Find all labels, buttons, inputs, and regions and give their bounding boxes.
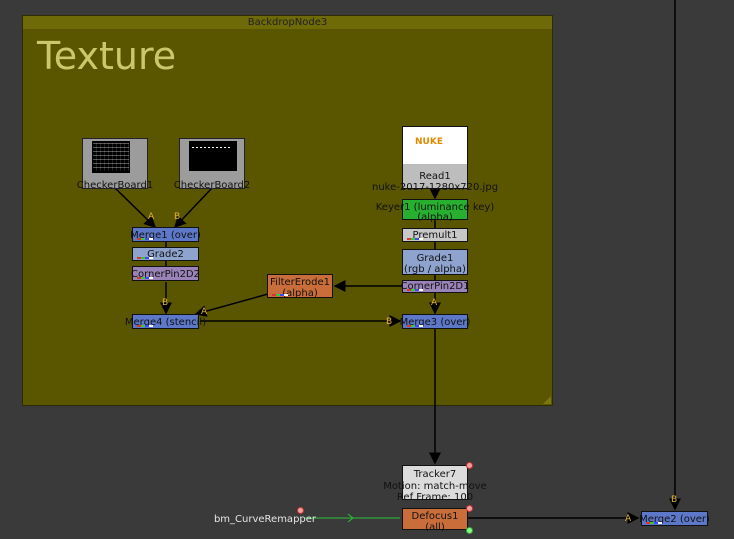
wire-erode-merge4 [194,293,269,317]
grade1-node[interactable]: Grade1 (rgb / alpha) [402,249,468,275]
merge4-input-a-label: A [201,307,208,317]
tracker7-node[interactable]: Tracker7 [402,465,468,500]
read1-file-label: nuke-2017-1280x720.jpg [372,182,499,193]
nuke-logo-icon: NUKE [415,137,443,147]
read1-label: Read1 [419,171,451,182]
filtererode1-sub-label: (alpha) [282,288,318,299]
merge3-node[interactable]: Merge3 (over) [400,314,470,329]
merge1-label: Merge1 (over) [130,230,201,241]
merge3-label: Merge3 (over) [399,317,471,328]
wire-checker2-merge1 [173,187,213,229]
merge4-label: Merge4 (stencil) [124,317,207,328]
tracker7-refframe-label: Ref Frame: 100 [396,492,474,503]
defocus1-label: Defocus1 [411,511,459,522]
merge1-input-a-label: A [148,212,155,222]
checkerboard2-node[interactable] [179,138,245,189]
defocus1-indicator-dot [466,505,473,512]
merge1-input-b-label: B [174,212,181,222]
filtererode1-label: FilterErode1 [270,277,330,288]
read1-thumbnail: NUKE [403,127,467,164]
read1-node[interactable]: NUKE Read1 [402,126,468,189]
grade2-node[interactable]: Grade2 [132,247,199,261]
tracker7-motion-label: Motion: match-move [383,481,487,492]
merge3-input-b-label: B [386,317,393,327]
grade1-label: Grade1 [416,253,454,264]
checkerboard1-node[interactable] [82,138,148,189]
curveremapper-label: bm_CurveRemapper [213,514,317,525]
checkerboard1-label: CheckerBoard1 [76,180,154,191]
keyer1-label: Keyer1 (luminance key) [375,202,495,213]
merge2-input-b-label: B [671,495,678,505]
tracker7-indicator-dot [466,462,473,469]
premult1-label: Premult1 [412,230,458,241]
merge3-input-a-label: A [431,298,438,308]
backdrop-label: Texture [37,34,177,78]
merge1-node[interactable]: Merge1 (over) [130,227,201,242]
merge4-input-b-label: B [162,298,169,308]
grade2-label: Grade2 [147,249,184,260]
curveremapper-node[interactable]: bm_CurveRemapper [210,514,320,528]
backdrop-resize-handle[interactable] [543,396,551,404]
merge2-input-a-label: A [625,514,632,524]
cornerpin2d2-node[interactable]: CornerPin2D2 [131,266,200,281]
defocus1-sub-label: (all) [425,522,445,533]
cornerpin2d1-node[interactable]: CornerPin2D1 [401,280,470,293]
tracker7-label: Tracker7 [413,469,457,480]
expression-arrow-icon [347,513,354,523]
merge2-label: Merge2 (over) [639,514,710,525]
curveremapper-indicator-dot [297,507,304,514]
defocus1-node[interactable]: Defocus1 (all) [402,508,468,533]
filtererode1-node[interactable]: FilterErode1 (alpha) [267,274,333,299]
merge2-node[interactable]: Merge2 (over) [639,511,710,526]
grade1-sub-label: (rgb / alpha) [404,264,466,275]
wire-checker1-merge1 [114,187,157,229]
keyer1-sub-label: (alpha) [417,212,453,223]
merge4-node[interactable]: Merge4 (stencil) [125,314,206,329]
cornerpin2d1-label: CornerPin2D1 [400,281,470,292]
defocus1-output-dot [466,527,473,534]
backdrop-title: BackdropNode3 [23,16,552,29]
checkerboard2-label: CheckerBoard2 [173,180,251,191]
premult1-node[interactable]: Premult1 [402,228,468,242]
keyer1-node[interactable]: Keyer1 (luminance key) (alpha) [376,199,494,223]
cornerpin2d2-label: CornerPin2D2 [131,269,200,280]
